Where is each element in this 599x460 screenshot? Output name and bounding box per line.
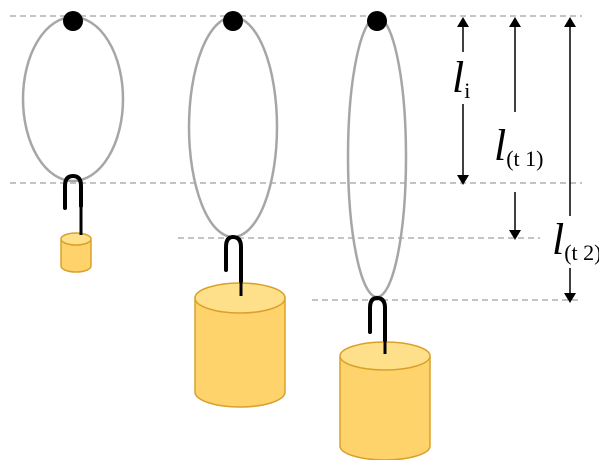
weight-large bbox=[339, 341, 431, 460]
hook-icon bbox=[224, 234, 243, 287]
hook-icon bbox=[63, 173, 83, 210]
loop-assembly-first bbox=[187, 11, 286, 408]
pin-icon bbox=[223, 11, 243, 31]
label-second-length: l(t 2) bbox=[552, 215, 599, 265]
loop-assembly-second bbox=[339, 11, 431, 460]
weight-small bbox=[60, 232, 92, 273]
loop-assembly-initial bbox=[21, 11, 125, 273]
pin-icon bbox=[63, 11, 83, 31]
elastic-loop bbox=[21, 15, 125, 183]
elastic-loop bbox=[187, 15, 279, 239]
pin-icon bbox=[367, 11, 387, 31]
label-initial-length: li bbox=[452, 53, 470, 103]
label-first-length: l(t 1) bbox=[494, 121, 544, 171]
elastic-loop bbox=[346, 15, 408, 299]
weight-large bbox=[194, 282, 286, 408]
hook-icon bbox=[368, 295, 387, 345]
